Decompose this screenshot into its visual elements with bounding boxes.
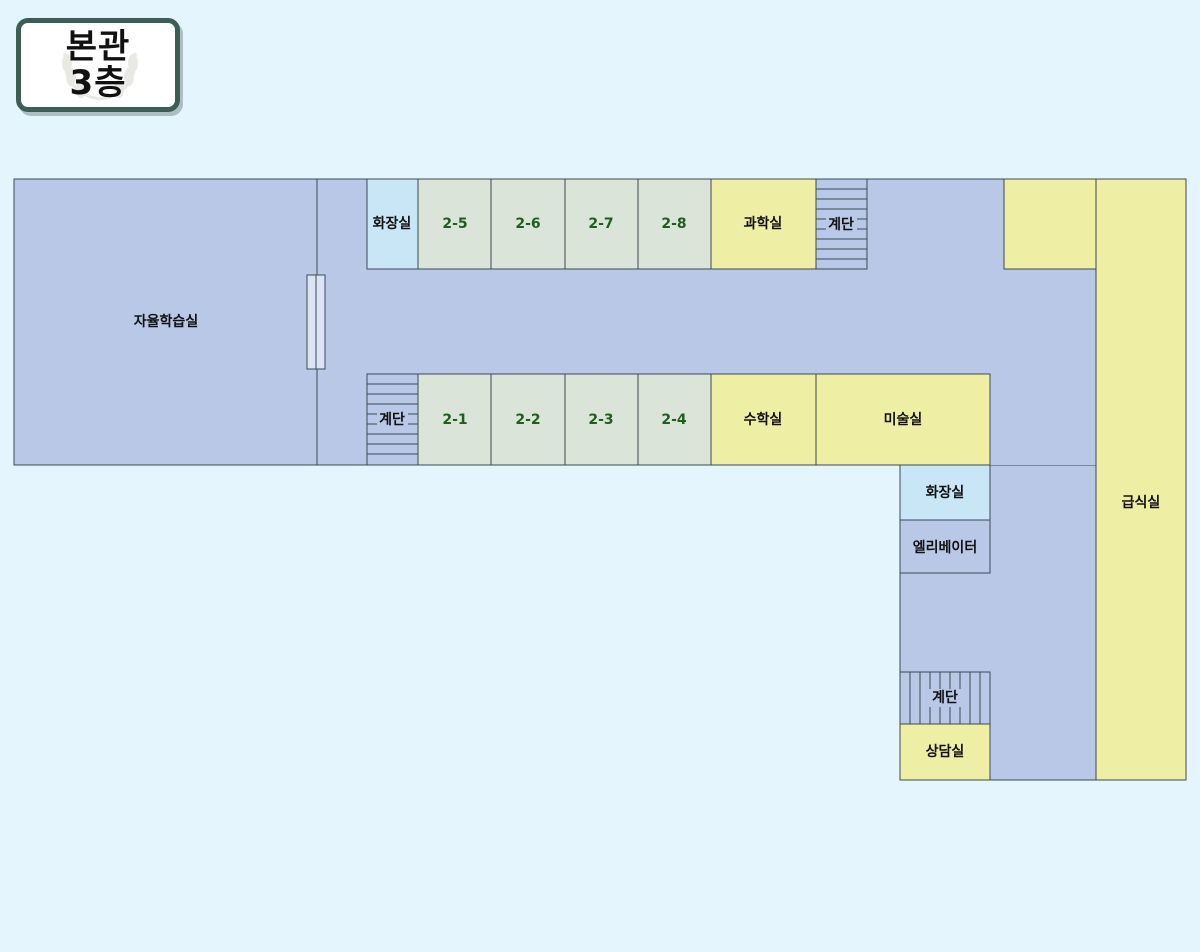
label-class-2-3: 2-3 <box>588 412 613 428</box>
room-class-2-3 <box>564 373 639 466</box>
label-class-2-7: 2-7 <box>588 216 613 232</box>
room-restroom-right <box>899 464 991 521</box>
label-stairs-top: 계단 <box>828 216 854 233</box>
label-restroom-right: 화장실 <box>926 484 965 501</box>
room-math <box>710 373 817 466</box>
label-art: 미술실 <box>884 412 923 428</box>
room-art <box>815 373 991 466</box>
room-class-2-2 <box>490 373 566 466</box>
label-class-2-8: 2-8 <box>661 216 686 232</box>
elevator <box>899 519 991 574</box>
label-science: 과학실 <box>744 216 783 232</box>
room-class-2-4 <box>637 373 712 466</box>
label-math: 수학실 <box>744 412 783 428</box>
label-restroom-top: 화장실 <box>373 215 412 232</box>
label-counseling: 상담실 <box>926 743 965 760</box>
room-study-hall <box>13 178 318 466</box>
label-class-2-6: 2-6 <box>515 216 540 232</box>
corridor-connector <box>990 269 1096 465</box>
room-counseling <box>899 723 991 781</box>
room-cafeteria <box>1095 178 1187 781</box>
label-class-2-2: 2-2 <box>515 412 540 428</box>
room-class-2-5 <box>417 178 492 270</box>
label-class-2-1: 2-1 <box>442 412 467 428</box>
label-stairs-left: 계단 <box>379 411 405 428</box>
room-class-2-1 <box>417 373 492 466</box>
floor-number: 3층 <box>69 63 127 103</box>
floor-title-badge: 본관 3층 <box>16 18 180 112</box>
laurel-icon <box>62 52 138 101</box>
room-class-2-7 <box>564 178 639 270</box>
label-stairs-bottom: 계단 <box>932 689 958 706</box>
label-cafeteria: 급식실 <box>1122 495 1161 511</box>
label-class-2-4: 2-4 <box>661 412 687 428</box>
building-name: 본관 <box>65 27 131 67</box>
label-elevator: 엘리베이터 <box>913 539 977 556</box>
room-science <box>710 178 817 270</box>
label-class-2-5: 2-5 <box>442 216 467 232</box>
label-study-hall: 자율학습실 <box>134 313 198 330</box>
room-class-2-6 <box>490 178 566 270</box>
